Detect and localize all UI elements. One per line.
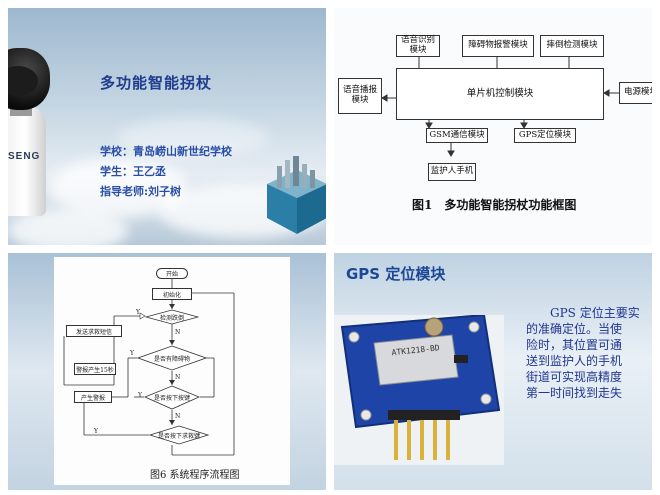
flow-send-rescue: 发送求救短信 bbox=[66, 325, 122, 337]
diagram-caption: 图1 多功能智能拐杖功能框图 bbox=[412, 198, 577, 212]
flow-detect-fall: 检测跌倒 bbox=[159, 314, 184, 322]
label-y: Y bbox=[138, 392, 142, 399]
slide-flowchart: 开始 初始化 检测跌倒 是否有障碍物 是否按下按键 是否按下求救键 发送求救短信… bbox=[8, 253, 326, 490]
slide-title-text: 多功能智能拐杖 bbox=[100, 74, 213, 92]
gps-text-line: 第一时间找到走失 bbox=[526, 386, 623, 400]
flow-init: 初始化 bbox=[152, 288, 192, 300]
flow-button-diamond bbox=[144, 385, 200, 410]
flow-obstacle-diamond bbox=[137, 345, 207, 371]
label-y: Y bbox=[136, 309, 140, 316]
power-box: 电源模块 bbox=[619, 82, 652, 104]
flow-detect-fall-diamond bbox=[145, 309, 199, 325]
flowchart-connectors bbox=[63, 279, 235, 456]
gsm-box: GSM通信模块 bbox=[426, 128, 488, 143]
school-line: 学校：青岛崂山新世纪学校 bbox=[100, 145, 232, 158]
mcu-control-box: 单片机控制模块 bbox=[396, 68, 604, 120]
label-y: Y bbox=[130, 350, 134, 357]
gps-text-line: 街道可实现高精度 bbox=[526, 370, 623, 384]
slide-gps-module: GPS 定位模块 ATK1218-BD GPS 定位主要实 的准确定位。当使 险… bbox=[334, 253, 652, 490]
robot-logo: SENG bbox=[8, 151, 41, 162]
gps-text-line: 送到监护人的手机 bbox=[526, 354, 623, 368]
diagram-connectors bbox=[381, 57, 619, 157]
gps-text-line: 险时，其位置可通 bbox=[526, 338, 623, 352]
guardian-phone-box: 监护人手机 bbox=[428, 163, 476, 181]
gps-slide-title: GPS 定位模块 bbox=[346, 265, 446, 283]
flow-start: 开始 bbox=[156, 268, 188, 279]
flow-generate-alarm: 产生警报 bbox=[74, 391, 112, 403]
flowchart-caption: 图6 系统程序流程图 bbox=[150, 470, 240, 481]
robot-body bbox=[8, 106, 46, 216]
obstacle-alarm-box: 障碍物报警模块 bbox=[462, 35, 534, 57]
flow-pressed-button: 是否按下按键 bbox=[153, 395, 190, 402]
voice-broadcast-box: 语音播报模块 bbox=[338, 78, 382, 114]
flow-alarm-15s: 警报产生15秒 bbox=[74, 363, 116, 375]
slide-block-diagram: 语音识别模块 障碍物报警模块 摔倒检测模块 语音播报模块 单片机控制模块 电源模… bbox=[334, 8, 652, 245]
fall-detection-box: 摔倒检测模块 bbox=[540, 35, 604, 57]
gps-description: GPS 定位主要实 的准确定位。当使 险时，其位置可通 送到监护人的手机 街道可… bbox=[526, 305, 652, 401]
label-n: N bbox=[175, 413, 181, 420]
gps-text-line: GPS 定位主要实 bbox=[550, 306, 640, 320]
label-n: N bbox=[175, 329, 181, 336]
gps-text-line: 的准确定位。当使 bbox=[526, 322, 623, 336]
student-line: 学生：王乙丞 bbox=[100, 165, 166, 178]
label-n: N bbox=[175, 374, 181, 381]
cloud-shape bbox=[118, 118, 268, 158]
flow-rescue-diamond bbox=[149, 425, 209, 445]
flow-pressed-rescue: 是否按下求救键 bbox=[157, 432, 200, 440]
teacher-line: 指导老师:刘子树 bbox=[100, 185, 182, 198]
flowchart-paper: 开始 初始化 检测跌倒 是否有障碍物 是否按下按键 是否按下求救键 发送求救短信… bbox=[54, 257, 290, 485]
voice-recognition-box: 语音识别模块 bbox=[396, 35, 440, 57]
city-cube-image bbox=[267, 156, 326, 234]
flow-has-obstacle: 是否有障碍物 bbox=[153, 355, 190, 363]
slide-title: SENG 多功能智能拐杖 学校：青岛崂山新世纪学校 学生：王乙丞 指导老师:刘子… bbox=[8, 8, 326, 245]
label-y: Y bbox=[94, 428, 98, 435]
gps-module-photo: ATK1218-BD bbox=[334, 315, 504, 465]
gps-box: GPS定位模块 bbox=[514, 128, 576, 143]
